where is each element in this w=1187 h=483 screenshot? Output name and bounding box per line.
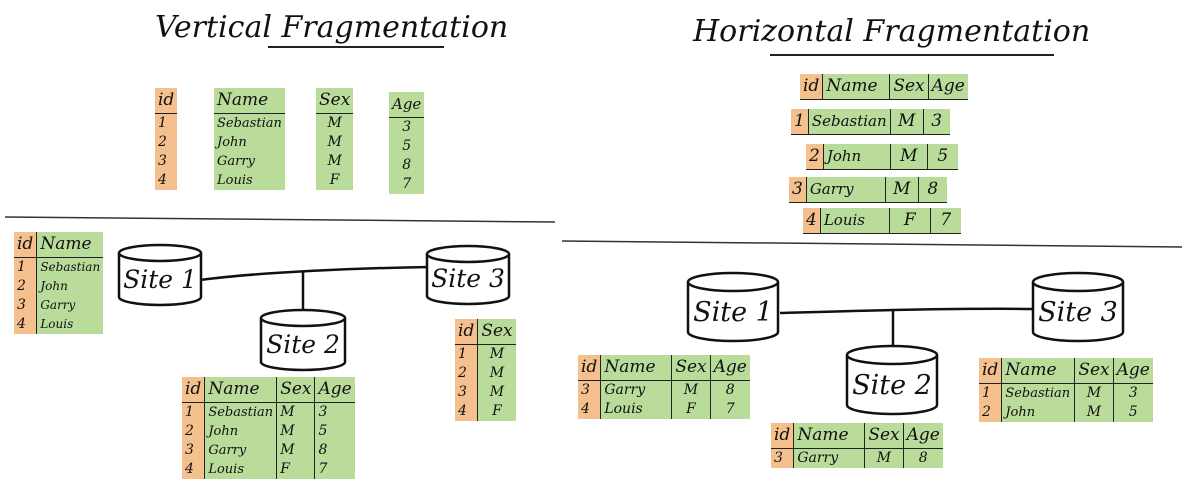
vertical-site3-cylinder: Site 3 [425, 244, 511, 306]
horizontal-site1-cylinder: Site 1 [686, 271, 780, 343]
horizontal-site3-cylinder: Site 3 [1031, 271, 1125, 343]
fragment-id-column: id 1 2 3 4 [155, 88, 178, 190]
fragment-age-column: Age 3 5 8 7 [389, 92, 425, 194]
horizontal-title-underline [770, 54, 1054, 56]
vertical-title-underline [268, 46, 444, 48]
vertical-site1-cylinder: Site 1 [117, 243, 203, 307]
horizontal-title: Horizontal Fragmentation [693, 14, 1091, 49]
fragment-name-column: Name Sebastian John Garry Louis [214, 88, 285, 190]
horizontal-site2-cylinder: Site 2 [845, 344, 939, 416]
vertical-site2-cylinder: Site 2 [259, 308, 347, 372]
fragment-sex-column: Sex M M M F [316, 88, 354, 190]
vertical-title: Vertical Fragmentation [155, 10, 509, 45]
